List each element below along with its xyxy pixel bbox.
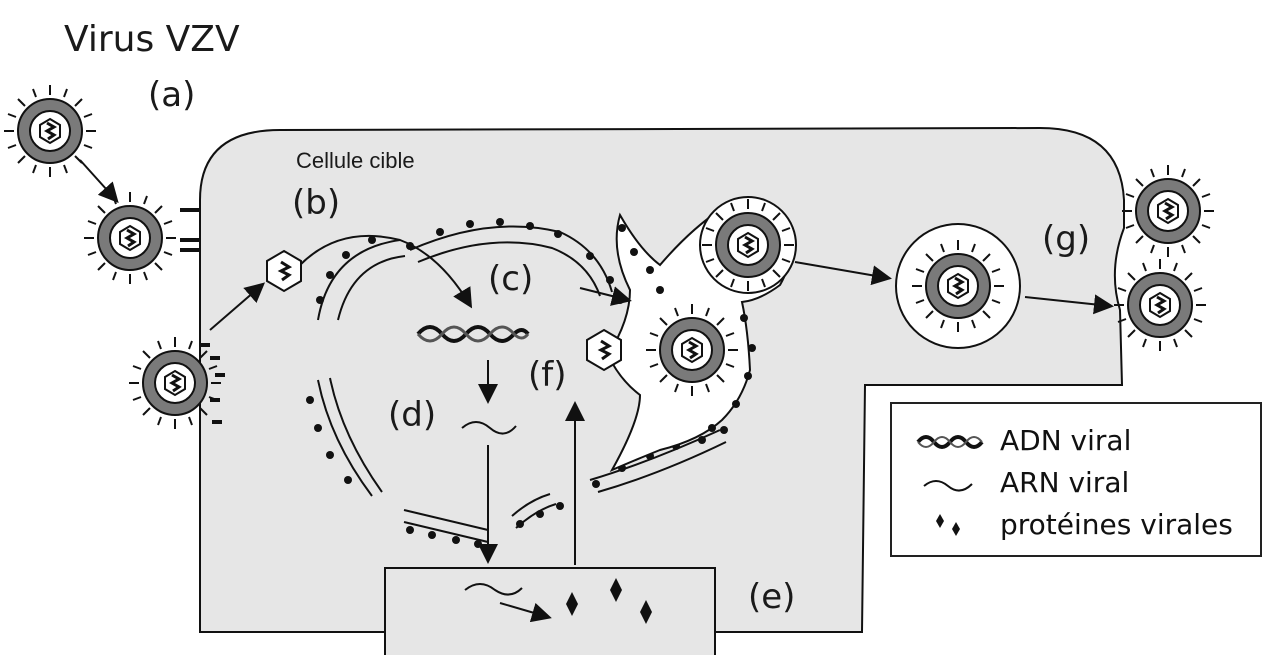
process-arrows bbox=[79, 159, 1114, 565]
step-label-f: (f) bbox=[528, 355, 567, 395]
legend-item-dna: ADN viral bbox=[892, 422, 1260, 462]
legend-label-dna: ADN viral bbox=[1000, 424, 1132, 457]
nucleocapsid-assembly bbox=[585, 328, 623, 372]
legend-label-protein: protéines virales bbox=[1000, 508, 1233, 541]
entry-membrane bbox=[180, 208, 225, 424]
step-label-a: (a) bbox=[148, 75, 196, 115]
step-label-e: (e) bbox=[748, 577, 796, 617]
legend-item-rna: ARN viral bbox=[892, 464, 1260, 504]
protein-synthesis-box bbox=[384, 567, 716, 659]
step-label-b: (b) bbox=[292, 183, 341, 223]
step-label-c: (c) bbox=[488, 259, 534, 299]
nucleocapsid-entering bbox=[265, 249, 303, 293]
vzv-virion-attaching bbox=[82, 190, 178, 286]
legend-label-rna: ARN viral bbox=[1000, 466, 1130, 499]
vzv-virion-released-1 bbox=[1120, 163, 1216, 259]
viral-rna bbox=[461, 421, 517, 435]
step-label-d: (d) bbox=[388, 395, 437, 435]
legend-item-protein: protéines virales bbox=[892, 506, 1260, 546]
protein-icon bbox=[936, 514, 960, 536]
rna-icon bbox=[923, 480, 973, 492]
vzv-virion-released-2 bbox=[1112, 257, 1208, 353]
dna-icon bbox=[916, 435, 984, 449]
step-label-g: (g) bbox=[1042, 219, 1091, 259]
cell-label: Cellule cible bbox=[296, 148, 415, 173]
legend: ADN viral ARN viral protéines virales bbox=[890, 402, 1262, 557]
viral-dna bbox=[416, 325, 530, 343]
diagram-title: Virus VZV bbox=[64, 19, 240, 60]
